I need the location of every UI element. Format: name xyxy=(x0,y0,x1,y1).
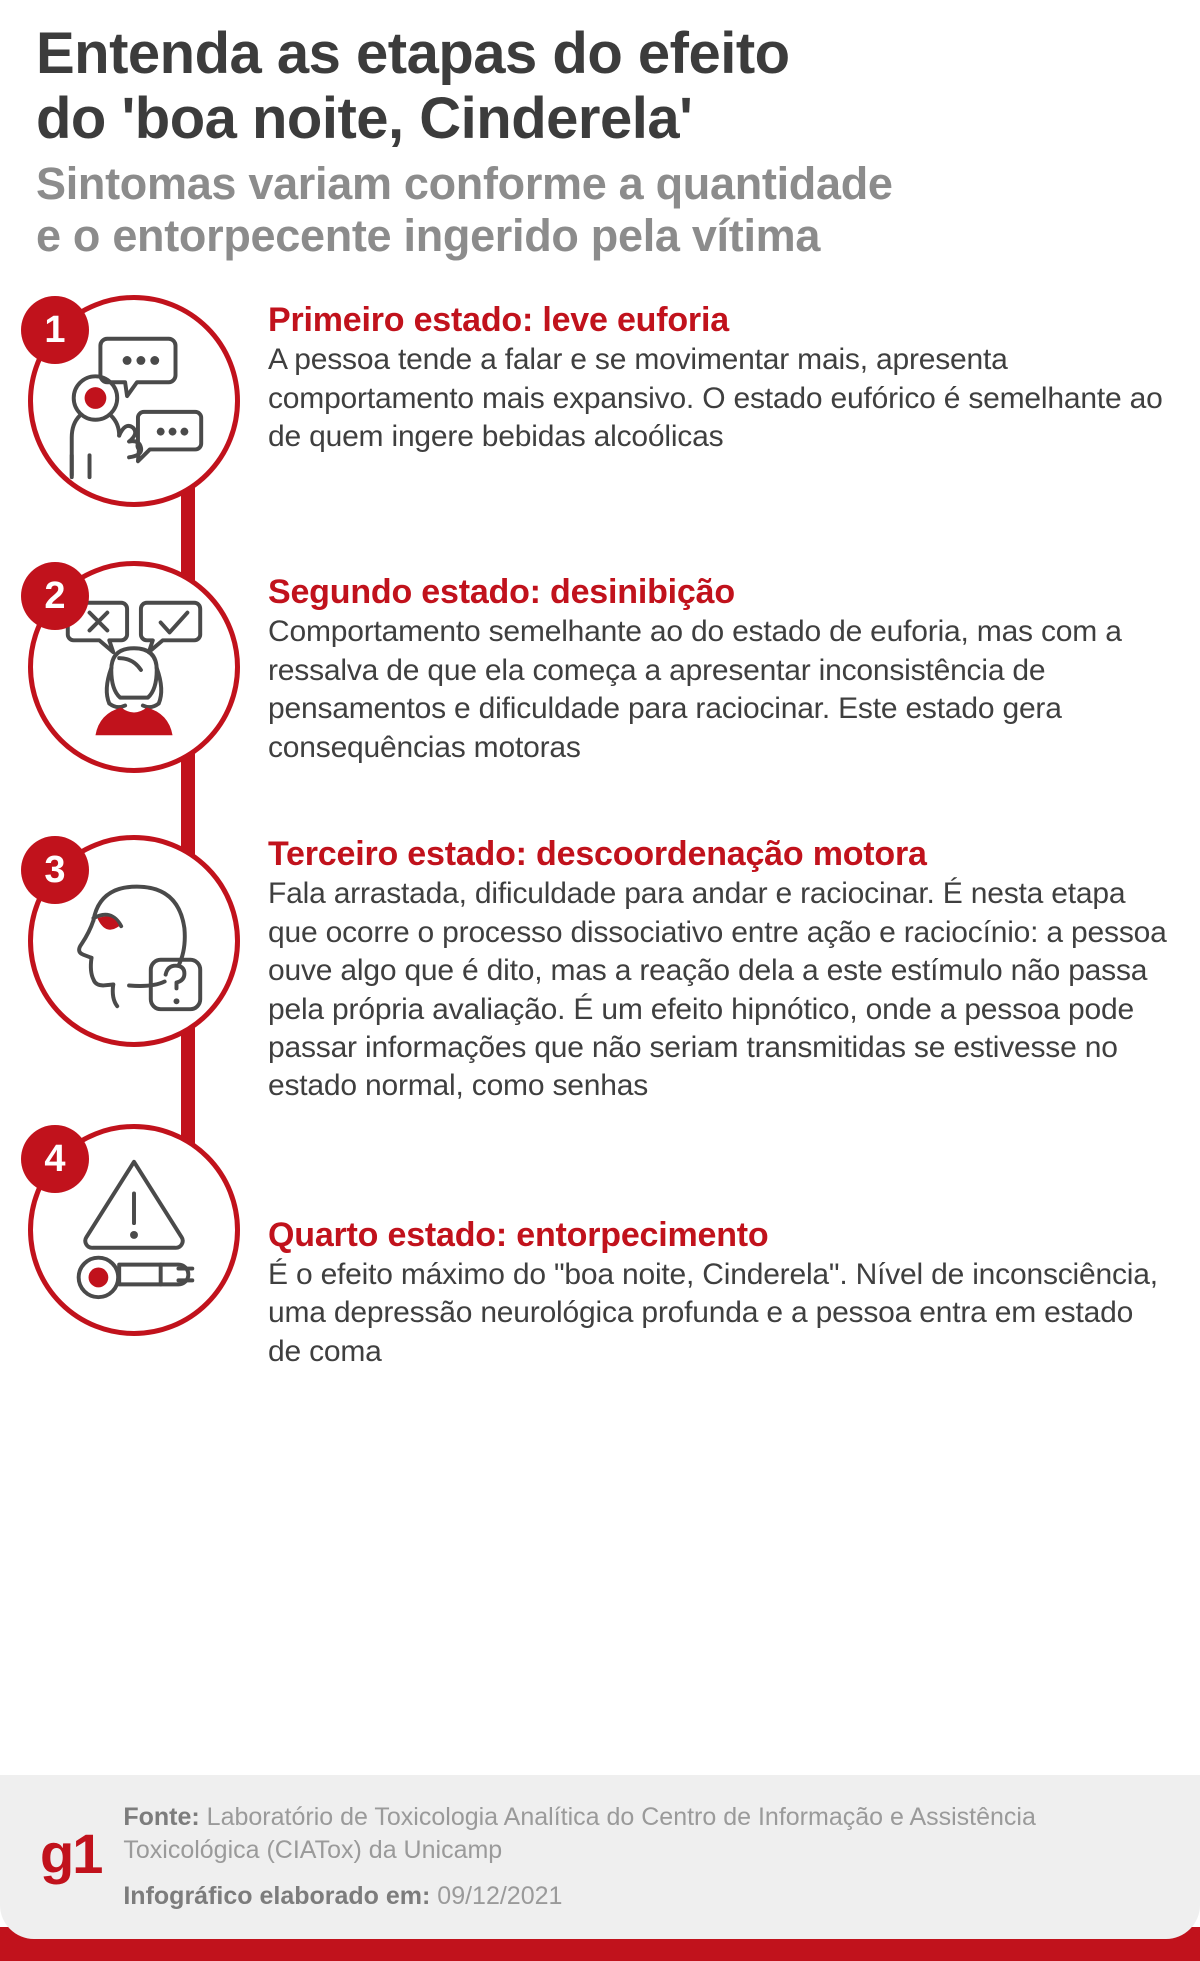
footer-date: Infográfico elaborado em: 09/12/2021 xyxy=(123,1880,1160,1914)
step-4-number-badge: 4 xyxy=(21,1124,89,1193)
step-1-number-badge: 1 xyxy=(21,296,89,365)
step-1-text-column: Primeiro estado: leve euforia A pessoa t… xyxy=(268,295,1200,456)
step-3-text-column: Terceiro estado: descoordenação motora F… xyxy=(268,835,1200,1105)
step-3-body: Fala arrastada, dificuldade para andar e… xyxy=(268,877,1167,1103)
step-1-body: A pessoa tende a falar e se movimentar m… xyxy=(268,343,1163,454)
step-item: 2 xyxy=(0,561,1200,774)
step-3-number-badge: 3 xyxy=(21,836,89,905)
page-subtitle: Sintomas variam conforme a quantidade e … xyxy=(36,158,1164,262)
page-title: Entenda as etapas do efeito do 'boa noit… xyxy=(36,21,1164,152)
footer-text-block: Fonte: Laboratório de Toxicologia Analít… xyxy=(123,1801,1160,1914)
footer-panel: g1 Fonte: Laboratório de Toxicologia Ana… xyxy=(0,1775,1200,1939)
page-subtitle-line1: Sintomas variam conforme a quantidade xyxy=(36,157,893,209)
person-speech-bubbles-icon xyxy=(69,337,204,480)
step-item: 4 Quarto estado: ent xyxy=(0,1123,1200,1371)
step-2-title: Segundo estado: desinibição xyxy=(268,573,735,612)
woman-check-cross-bubbles-icon xyxy=(65,601,203,736)
step-2-number-badge: 2 xyxy=(21,562,89,631)
step-3-title: Terceiro estado: descoordenação motora xyxy=(268,835,927,874)
footer-source: Fonte: Laboratório de Toxicologia Analít… xyxy=(123,1801,1160,1868)
footer-date-label: Infográfico elaborado em: xyxy=(123,1881,431,1910)
step-1-icon-circle: 1 xyxy=(21,295,240,508)
step-4-title: Quarto estado: entorpecimento xyxy=(268,1215,769,1254)
step-item: 1 xyxy=(0,295,1200,508)
step-2-text-column: Segundo estado: desinibição Comportament… xyxy=(268,561,1200,767)
header: Entenda as etapas do efeito do 'boa noit… xyxy=(0,0,1200,261)
step-2-body: Comportamento semelhante ao do estado de… xyxy=(268,615,1122,764)
step-3-icon-circle: 3 xyxy=(21,835,240,1048)
step-item: 3 xyxy=(0,835,1200,1105)
footer-date-value: 09/12/2021 xyxy=(430,1881,563,1910)
step-4-icon-circle: 4 xyxy=(21,1123,240,1336)
page-title-line1: Entenda as etapas do efeito xyxy=(36,21,790,86)
steps-list: 1 xyxy=(0,295,1200,1371)
step-4-body: É o efeito máximo do "boa noite, Cindere… xyxy=(268,1257,1158,1368)
page-title-line2: do 'boa noite, Cinderela' xyxy=(36,85,693,151)
g1-logo: g1 xyxy=(40,1822,103,1885)
step-4-text-column: Quarto estado: entorpecimento É o efeito… xyxy=(268,1124,1200,1371)
page-subtitle-line2: e o entorpecente ingerido pela vítima xyxy=(36,209,821,261)
step-1-title: Primeiro estado: leve euforia xyxy=(268,301,729,340)
step-2-icon-circle: 2 xyxy=(21,561,240,774)
footer: g1 Fonte: Laboratório de Toxicologia Ana… xyxy=(0,1775,1200,1961)
step-3-icon-column: 3 xyxy=(0,835,268,1048)
step-4-icon-column: 4 xyxy=(0,1123,268,1336)
footer-source-text: Laboratório de Toxicologia Analítica do … xyxy=(123,1802,1036,1865)
head-profile-question-icon xyxy=(77,885,203,1012)
footer-source-label: Fonte: xyxy=(123,1802,200,1831)
step-2-icon-column: 2 xyxy=(0,561,268,774)
step-1-icon-column: 1 xyxy=(0,295,268,508)
warning-triangle-unconscious-person-icon xyxy=(76,1159,195,1300)
